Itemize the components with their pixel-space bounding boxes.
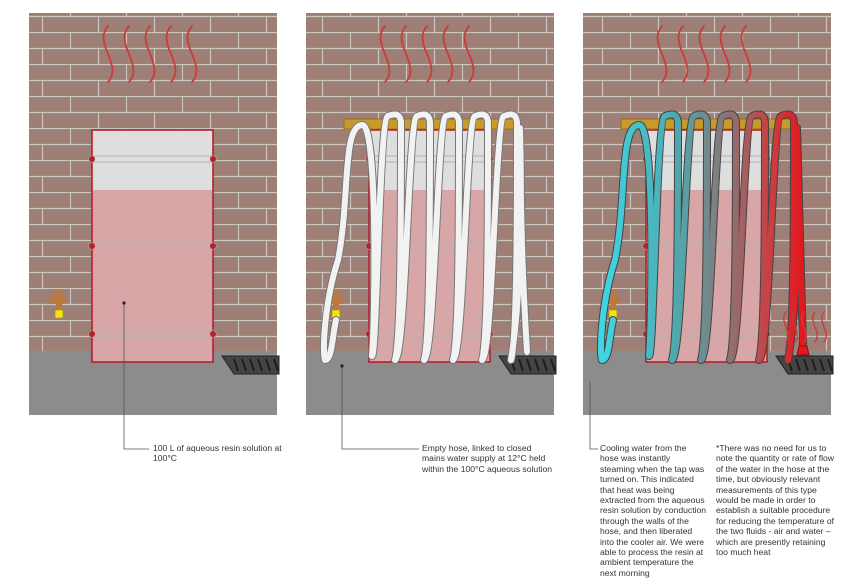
drain-slot [233,358,239,372]
heat-wave-icon [102,25,114,83]
panel-1 [29,13,280,415]
heat-wave-icon [677,25,689,83]
heat-wave-icon [463,25,475,83]
resin-solution [92,190,213,362]
panel-2 [306,13,557,415]
drain-slot [526,358,532,372]
heat-wave-icon [821,311,827,343]
drain-slot [249,358,255,372]
drain-slot [257,358,263,372]
hoop-rivet [89,243,95,249]
heat-wave-icon [783,311,789,343]
heat-wave-icon [442,25,454,83]
heat-wave-icon [812,311,818,343]
caption-panel1: 100 L of aqueous resin solution at 100°C [153,443,282,464]
drain-slot [827,358,833,372]
hoop-rivet [89,156,95,162]
caption-panel3: Cooling water from the hose was instantl… [600,443,707,578]
tap-stem [334,291,338,299]
heat-wave-icon [792,311,798,343]
tap-spout [56,303,62,310]
panel-3 [583,13,834,415]
tap-body [49,296,66,304]
hoop-rivet [210,156,216,162]
drain-slot [542,358,548,372]
heat-wave-icon [379,25,391,83]
heat-wave-icon [400,25,412,83]
caption-panel2: Empty hose, linked to closed mains water… [422,443,553,474]
tap-stem [611,291,615,299]
drain-slot [803,358,809,372]
footnote: *There was no need for us to note the qu… [716,443,834,558]
heat-wave-icon [144,25,156,83]
empty-hose [320,111,530,363]
hose-outlet [796,345,810,356]
tap-handle [331,289,341,292]
hoop-rivet [210,243,216,249]
heat-wave-icon [740,25,752,83]
hoop-rivet [210,331,216,337]
leader-dot-panel1 [122,301,126,305]
heat-wave-icon [421,25,433,83]
drain-slot [795,358,801,372]
drain-slot [273,358,279,372]
heat-wave-icon [801,311,807,343]
heat-wave-icon [123,25,135,83]
drain-slot [534,358,540,372]
heat-wave-icon [165,25,177,83]
leader-dot-panel2 [340,364,344,368]
tap-handle [608,289,618,292]
tap-handle [54,289,64,292]
leader-line-panel1 [123,303,149,450]
heat-wave-icon [656,25,668,83]
leader-line-panel2 [341,366,419,450]
tap-nozzle [54,309,64,319]
drain-slot [518,358,524,372]
drain-slot [550,358,556,372]
tap-spout [333,303,339,310]
tap-spout [610,303,616,310]
water-hose [597,111,806,363]
drain-slot [241,358,247,372]
drain-slot [265,358,271,372]
heat-wave-icon [698,25,710,83]
hoop-rivet [89,331,95,337]
heat-wave-icon [186,25,198,83]
tap-stem [57,291,61,299]
leader-line-panel3 [589,381,598,450]
drain-grate [221,355,280,375]
drain-slot [819,358,825,372]
heat-wave-icon [719,25,731,83]
drain-slot [811,358,817,372]
